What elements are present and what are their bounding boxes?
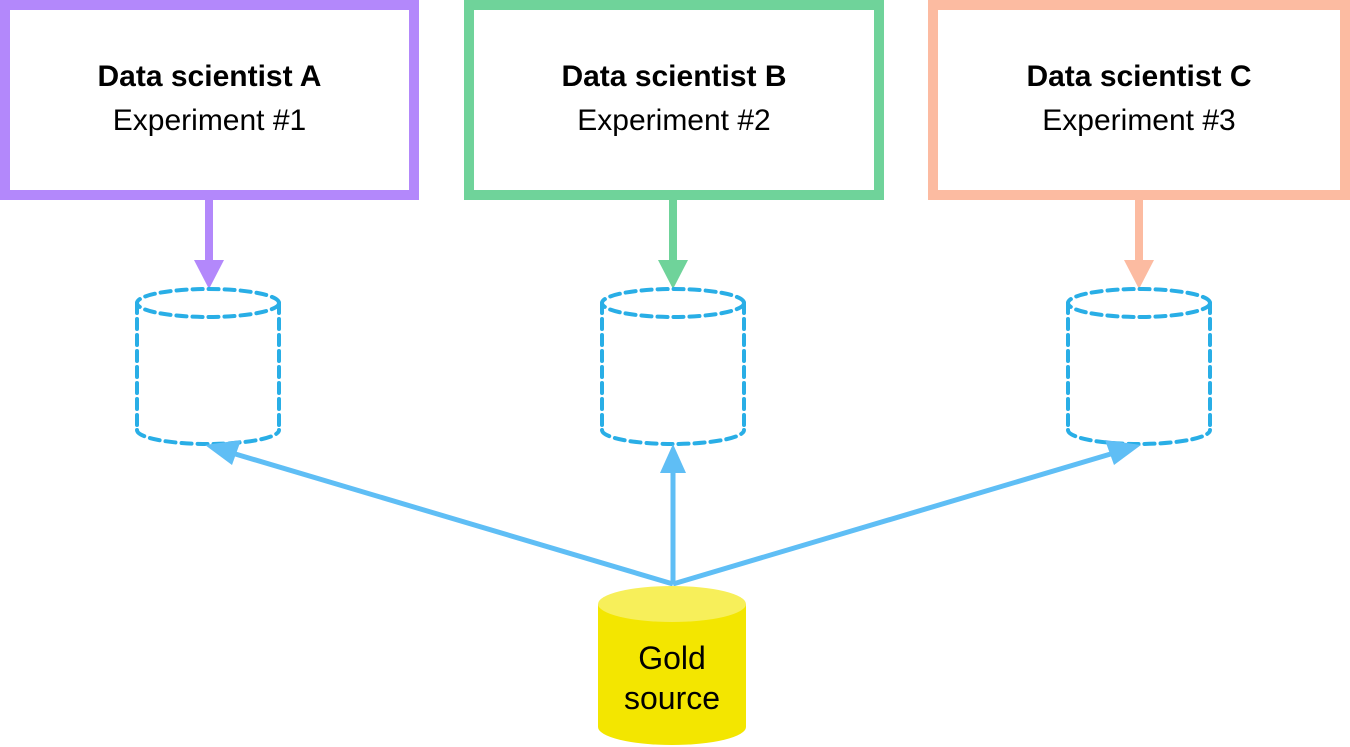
arrow-a-to-copy [194,196,224,289]
arrow-c-to-copy [1124,196,1154,289]
scientist-box-c: Data scientist C Experiment #3 [928,0,1350,200]
gold-source-cylinder [598,586,746,745]
scientist-box-b: Data scientist B Experiment #2 [464,0,884,200]
data-copy-cylinder-a [135,287,281,446]
data-copy-cylinder-c [1066,287,1212,446]
flow-arrow-to-copy-a [205,440,674,587]
gold-source-label: Gold source [598,638,746,718]
experiment-label: Experiment #1 [112,103,307,137]
flow-arrow-to-copy-c [672,440,1141,587]
arrow-b-to-copy [658,196,688,289]
experiment-label: Experiment #3 [1042,103,1236,137]
data-copy-cylinder-b [600,287,746,446]
flow-arrow-to-copy-b [660,444,686,584]
gold-source-line1: Gold [638,640,706,676]
gold-source-line2: source [623,680,721,716]
experiment-label: Experiment #2 [577,103,771,137]
scientist-box-a: Data scientist A Experiment #1 [0,0,419,200]
scientist-name: Data scientist B [561,60,787,94]
scientist-name: Data scientist A [97,60,322,94]
scientist-name: Data scientist C [1026,60,1252,94]
